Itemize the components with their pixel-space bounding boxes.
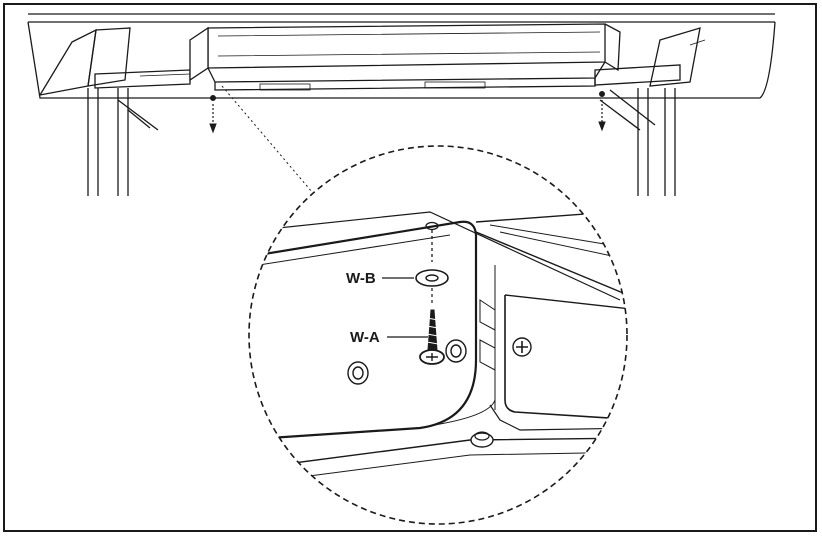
control-box-overview [189,23,621,91]
tabletop-underside [27,21,776,99]
washer-label: W-B [346,270,376,287]
detail-leader-line [221,85,313,193]
table-overview [27,13,776,196]
mounting-hole-mark [425,221,439,262]
screw-part [419,309,445,365]
right-leg [594,27,706,196]
detail-circle-outline [248,145,628,525]
washer-part [415,269,449,306]
detail-view [249,209,627,486]
overview-screw-right [598,91,606,132]
detail-circle-bg [249,146,627,524]
overview-screw-left [209,95,217,134]
screw-label: W-A [350,329,380,346]
left-leg [38,27,191,196]
